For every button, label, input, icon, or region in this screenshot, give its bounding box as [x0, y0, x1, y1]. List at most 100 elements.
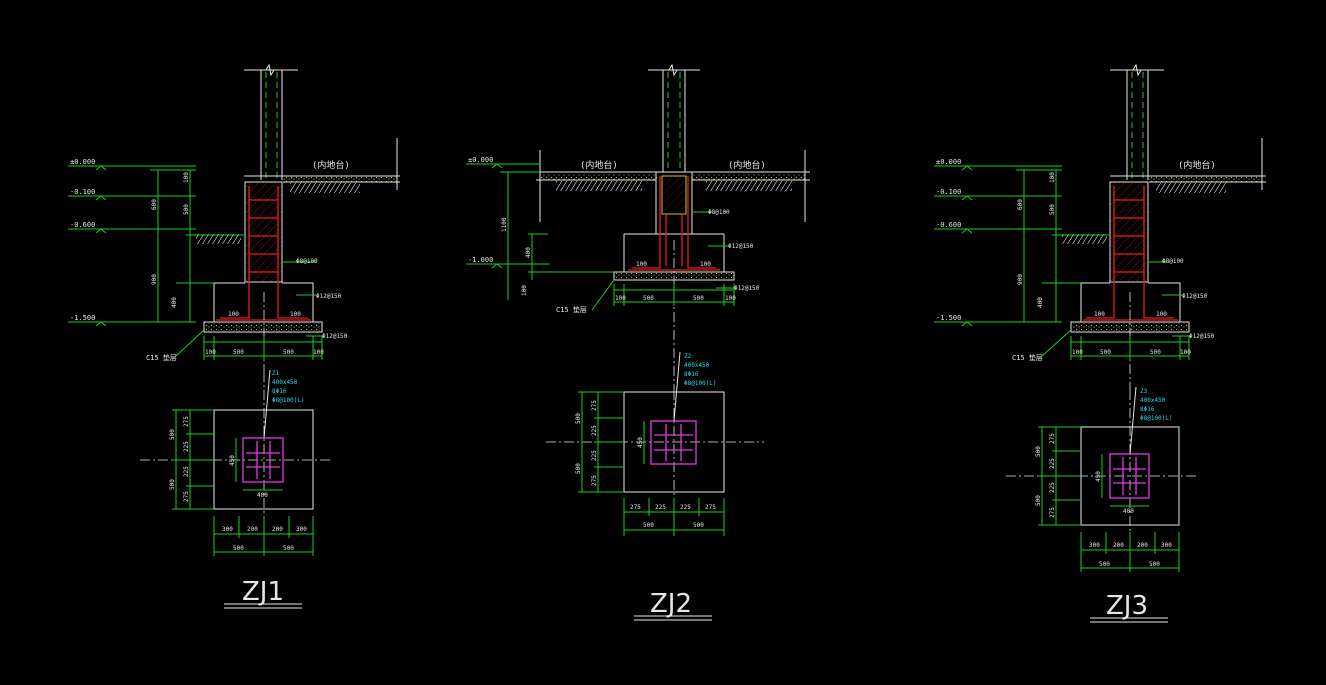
zj3-cushion-label: C15 垫层: [1012, 353, 1043, 362]
zj3-pl-2: 225: [1049, 482, 1056, 493]
zj3-pb1-3: 300: [1161, 542, 1172, 549]
zj1-pl-2: 225: [183, 466, 190, 477]
zj1-plan: Z1 400x450 8Φ16 Φ8@100(L) 500 500 275 22…: [140, 369, 332, 556]
zj1-elev-0: ±0.000: [70, 158, 95, 166]
zj2-dim-v1: 1100: [501, 217, 508, 232]
zj3-pl-3: 275: [1049, 507, 1056, 518]
zj3-pb1-2: 200: [1137, 542, 1148, 549]
zj3-po-1: 500: [1035, 495, 1042, 506]
zj3-col-note-2: 8Φ16: [1140, 406, 1155, 413]
zj2-rebar-3: Φ12@150: [734, 285, 760, 292]
zj2-dim-v2: 400: [525, 247, 532, 258]
zj2-pl-3: 275: [591, 475, 598, 486]
zj1-col-w: 400: [257, 492, 268, 499]
zj3-floor-slab: [1149, 176, 1261, 182]
zj2-section: ±0.000 -1.000 1100 400 100 (内地台) (内地台) Φ…: [466, 63, 810, 390]
zj3-col-note-3: Φ8@100(L): [1140, 415, 1173, 422]
zj2-rebar-2: Φ12@150: [728, 243, 754, 250]
zj2-pl-0: 275: [591, 400, 598, 411]
zj2-pb1-0: 275: [630, 504, 641, 511]
zj3-dim-v3: 900: [1017, 274, 1024, 285]
footing-zj3: ±0.000 -0.100 -0.600 -1.500 100 500 900 …: [934, 63, 1266, 623]
zj3-title: ZJ3: [1106, 591, 1148, 621]
zj3-pb1-0: 300: [1089, 542, 1100, 549]
zj1-floor-slab: [283, 176, 397, 182]
zj2-po-1: 500: [575, 463, 582, 474]
zj3-rebar-1: Φ8@100: [1162, 258, 1184, 265]
footing-zj1: ±0.000 -0.100 -0.600 -1.500 100 500 900 …: [68, 63, 400, 609]
zj2-plan: Z2 400x450 8Φ16 Φ8@100(L) 500 500 275 22…: [546, 351, 764, 536]
zj3-steel-mark-1: 100: [1094, 311, 1105, 318]
zj2-col-note-2: 8Φ16: [684, 371, 699, 378]
zj1-pl-0: 275: [183, 416, 190, 427]
zj2-dim-v3: 100: [521, 285, 528, 296]
zj3-section: ±0.000 -0.100 -0.600 -1.500 100 500 900 …: [934, 63, 1266, 390]
zj1-col-note-0: Z1: [272, 370, 280, 377]
zj1-elev-1: -0.100: [70, 188, 95, 196]
zj1-cushion-label: C15 垫层: [146, 353, 177, 362]
zj3-elev-1: -0.100: [936, 188, 961, 196]
zj1-elev-3: -1.500: [70, 314, 95, 322]
zj1-dim-v2: 500: [183, 204, 190, 215]
zj1-rebar-2: Φ12@150: [316, 293, 342, 300]
zj3-col-note-1: 400x450: [1140, 397, 1166, 404]
zj3-plan-column: [1109, 453, 1150, 499]
zj2-elev-1: -1.000: [468, 256, 493, 264]
zj1-dim-o1: 600: [151, 199, 158, 210]
zj3-pb2-1: 500: [1149, 561, 1160, 568]
zj1-bd-3: 100: [313, 349, 324, 356]
zj1-ground-label: (内地台): [312, 159, 350, 171]
zj2-bd-0: 100: [615, 295, 626, 302]
zj1-bd-2: 500: [283, 349, 294, 356]
zj2-rebar-1: Φ8@100: [708, 209, 730, 216]
zj1-col-note-1: 400x450: [272, 379, 298, 386]
footing-zj2: ±0.000 -1.000 1100 400 100 (内地台) (内地台) Φ…: [466, 63, 810, 621]
zj3-dim-o1: 600: [1017, 199, 1024, 210]
zj2-pb1-2: 225: [680, 504, 691, 511]
zj1-col-h: 450: [229, 455, 236, 466]
zj1-elev-2: -0.600: [70, 221, 95, 229]
zj1-rebar-1: Φ8@100: [296, 258, 318, 265]
zj2-col-note-3: Φ8@100(L): [684, 380, 717, 387]
zj2-steel-mark-1: 100: [636, 261, 647, 268]
zj3-dim-v2: 500: [1049, 204, 1056, 215]
zj3-dim-v4: 400: [1037, 297, 1044, 308]
zj1-bd-0: 100: [205, 349, 216, 356]
zj1-pb2-0: 500: [233, 545, 244, 552]
zj1-po-0: 500: [169, 429, 176, 440]
zj1-dim-v4: 400: [171, 297, 178, 308]
zj2-col-note-1: 400x450: [684, 362, 710, 369]
zj1-col-note-2: 8Φ16: [272, 388, 287, 395]
zj1-pb1-0: 300: [222, 526, 233, 533]
zj3-rebar-2: Φ12@150: [1182, 293, 1208, 300]
zj2-cushion-label: C15 垫层: [556, 305, 587, 314]
zj2-bd-3: 100: [725, 295, 736, 302]
zj2-ground-label-r: (内地台): [728, 159, 766, 171]
zj2-pb2-0: 500: [643, 522, 654, 529]
zj2-col-h: 450: [637, 437, 644, 448]
zj1-rebar-3: Φ12@150: [322, 333, 348, 340]
zj2-pb2-1: 500: [693, 522, 704, 529]
zj2-elev-0: ±0.000: [468, 156, 493, 164]
zj3-rebar-3: Φ12@150: [1189, 333, 1215, 340]
zj3-elev-0: ±0.000: [936, 158, 961, 166]
zj2-floor-right: [691, 174, 805, 180]
zj1-section: ±0.000 -0.100 -0.600 -1.500 100 500 900 …: [68, 63, 400, 372]
zj3-ground-label: (内地台): [1178, 159, 1216, 171]
zj1-bd-1: 500: [233, 349, 244, 356]
zj3-pb2-0: 500: [1099, 561, 1110, 568]
zj3-elev-3: -1.500: [936, 314, 961, 322]
zj3-pb1-1: 200: [1113, 542, 1124, 549]
zj3-bd-0: 100: [1072, 349, 1083, 356]
zj3-pl-0: 275: [1049, 433, 1056, 444]
zj3-steel-mark-2: 100: [1156, 311, 1167, 318]
zj3-col-note-0: Z3: [1140, 388, 1148, 395]
zj3-bd-2: 500: [1150, 349, 1161, 356]
zj2-pb1-1: 225: [655, 504, 666, 511]
zj2-floor-left: [540, 174, 658, 180]
zj2-steel-mark-2: 100: [700, 261, 711, 268]
zj1-title: ZJ1: [242, 577, 284, 607]
zj1-pb1-1: 200: [247, 526, 258, 533]
zj1-steel-mark-2: 100: [290, 311, 301, 318]
